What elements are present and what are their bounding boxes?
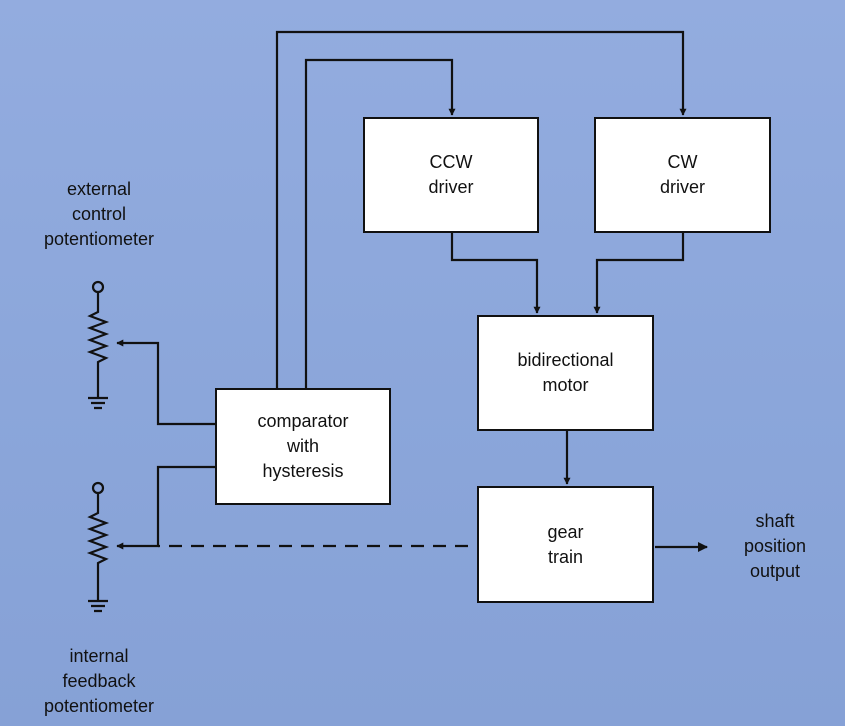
gear-train-line2: train: [547, 546, 583, 567]
ccw-driver-line2: driver: [428, 177, 474, 197]
shaft-position-output-label: shaft position output: [725, 509, 825, 584]
motor-line2: motor: [542, 375, 589, 395]
internal-potentiometer-symbol: [86, 481, 110, 613]
comparator-line1: comparator: [257, 411, 349, 431]
wire-comparator-to-ccw: [304, 58, 456, 388]
external-potentiometer-symbol: [86, 280, 110, 410]
wire-ccw-to-motor: [450, 233, 541, 314]
motor-line1: bidirectional: [517, 350, 614, 370]
cw-driver-line1: CW: [667, 152, 698, 172]
wire-comparator-to-cw: [275, 30, 687, 388]
external-label-line3: potentiometer: [43, 229, 155, 249]
cw-driver-block: CW driver: [594, 117, 771, 233]
cw-driver-line2: driver: [659, 177, 705, 197]
internal-label-line2: feedback: [62, 671, 136, 691]
internal-label-line3: potentiometer: [43, 696, 155, 716]
internal-label-line1: internal: [69, 646, 129, 666]
wire-cw-to-motor: [593, 233, 685, 314]
gear-train-block: gear train: [477, 486, 654, 603]
output-label-line1: shaft: [755, 511, 795, 531]
internal-potentiometer-label: internal feedback potentiometer: [34, 644, 164, 719]
output-label-line3: output: [749, 561, 801, 581]
comparator-block: comparator with hysteresis: [215, 388, 391, 505]
ccw-driver-line1: CCW: [429, 152, 473, 172]
ccw-driver-block: CCW driver: [363, 117, 539, 233]
external-potentiometer-label: external control potentiometer: [34, 177, 164, 252]
wire-comparator-to-internal-wiper: [116, 465, 215, 550]
gear-train-line1: gear: [547, 521, 584, 542]
external-label-line2: control: [71, 204, 127, 224]
comparator-line3: hysteresis: [262, 461, 344, 481]
external-label-line1: external: [66, 179, 132, 199]
bidirectional-motor-block: bidirectional motor: [477, 315, 654, 431]
comparator-line2: with: [286, 436, 319, 456]
wire-comparator-to-external-wiper: [116, 339, 215, 426]
output-label-line2: position: [743, 536, 807, 556]
